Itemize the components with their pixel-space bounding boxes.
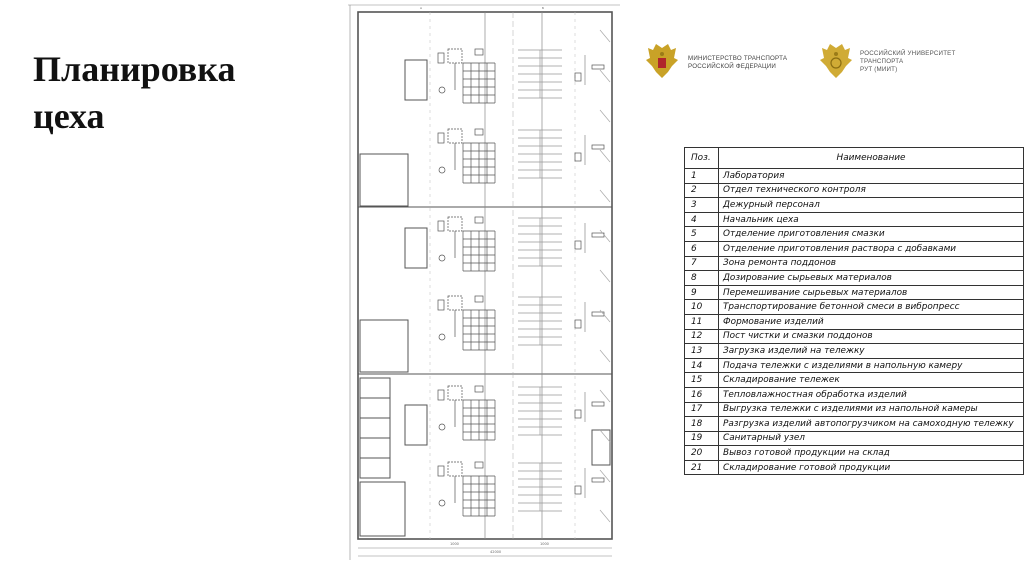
page-title: Планировка цеха [33,49,236,137]
double-headed-eagle-icon [646,44,678,78]
university-name-line-3: РУТ (МИИТ) [860,66,898,73]
legend-pos-cell: 12 [684,328,719,345]
legend-header-row: Поз. Наименование [684,147,1024,169]
legend-pos-cell: 8 [684,270,719,286]
pos-column-header: Поз. [684,147,719,169]
university-name-line-1: РОССИЙСКИЙ УНИВЕРСИТЕТ [860,50,956,57]
ministry-logo: МИНИСТЕРСТВО ТРАНСПОРТА РОССИЙСКОЙ ФЕДЕР… [644,42,787,82]
university-logo: РОССИЙСКИЙ УНИВЕРСИТЕТ ТРАНСПОРТА РУТ (М… [818,42,955,82]
svg-text:1000: 1000 [450,542,459,546]
legend-pos-cell: 4 [684,211,719,228]
legend-pos-cell: 9 [684,284,719,301]
legend-name-cell: Отделение приготовления раствора с добав… [718,240,1024,257]
university-emblem-icon [820,44,852,78]
legend-pos-cell: 13 [684,343,719,359]
legend-name-cell: Вывоз готовой продукции на склад [718,445,1024,461]
legend-pos-cell: 16 [684,386,719,403]
workshop-floor-plan: 1000 1000 42000 А Б [348,4,620,560]
legend-name-cell: Лаборатория [718,168,1024,184]
legend-name-cell: Пост чистки и смазки поддонов [718,328,1024,345]
university-name-line-2: ТРАНСПОРТА [860,58,904,65]
svg-text:А: А [420,6,423,10]
legend-pos-cell: 5 [684,226,719,242]
ministry-name-line-2: РОССИЙСКОЙ ФЕДЕРАЦИИ [688,63,777,70]
legend-name-cell: Дежурный персонал [718,197,1024,213]
legend-name-cell: Санитарный узел [718,430,1024,447]
legend-pos-cell: 3 [684,197,719,213]
legend-name-cell: Формование изделий [718,313,1024,330]
legend-pos-cell: 10 [684,299,719,315]
legend-pos-cell: 14 [684,357,719,374]
legend-name-cell: Зона ремонта поддонов [718,255,1024,272]
svg-text:42000: 42000 [490,550,501,554]
ministry-name-line-1: МИНИСТЕРСТВО ТРАНСПОРТА [688,55,788,62]
legend-pos-cell: 7 [684,255,719,272]
legend-name-cell: Разгрузка изделий автопогрузчиком на сам… [718,416,1024,432]
legend-name-cell: Начальник цеха [718,211,1024,228]
legend-pos-cell: 21 [684,459,719,476]
legend-pos-cell: 15 [684,372,719,388]
name-column-header: Наименование [718,147,1024,169]
legend-pos-cell: 18 [684,416,719,432]
legend-pos-cell: 2 [684,182,719,199]
legend-pos-cell: 6 [684,240,719,257]
legend-name-cell: Подача тележки с изделиями в напольную к… [718,357,1024,374]
legend-name-cell: Складирование тележек [718,372,1024,388]
legend-name-cell: Тепловлажностная обработка изделий [718,386,1024,403]
legend-pos-cell: 11 [684,313,719,330]
svg-text:Б: Б [542,6,544,10]
legend-name-cell: Складирование готовой продукции [718,459,1024,476]
legend-pos-cell: 1 [684,168,719,184]
legend-name-cell: Выгрузка тележки с изделиями из напольно… [718,401,1024,418]
legend-name-cell: Перемешивание сырьевых материалов [718,284,1024,301]
legend-pos-cell: 19 [684,430,719,447]
legend-pos-cell: 20 [684,445,719,461]
svg-text:1000: 1000 [540,542,549,546]
legend-pos-cell: 17 [684,401,719,418]
legend-name-cell: Дозирование сырьевых материалов [718,270,1024,286]
legend-name-cell: Транспортирование бетонной смеси в вибро… [718,299,1024,315]
legend-name-cell: Отделение приготовления смазки [718,226,1024,242]
legend-name-cell: Загрузка изделий на тележку [718,343,1024,359]
legend-name-cell: Отдел технического контроля [718,182,1024,199]
